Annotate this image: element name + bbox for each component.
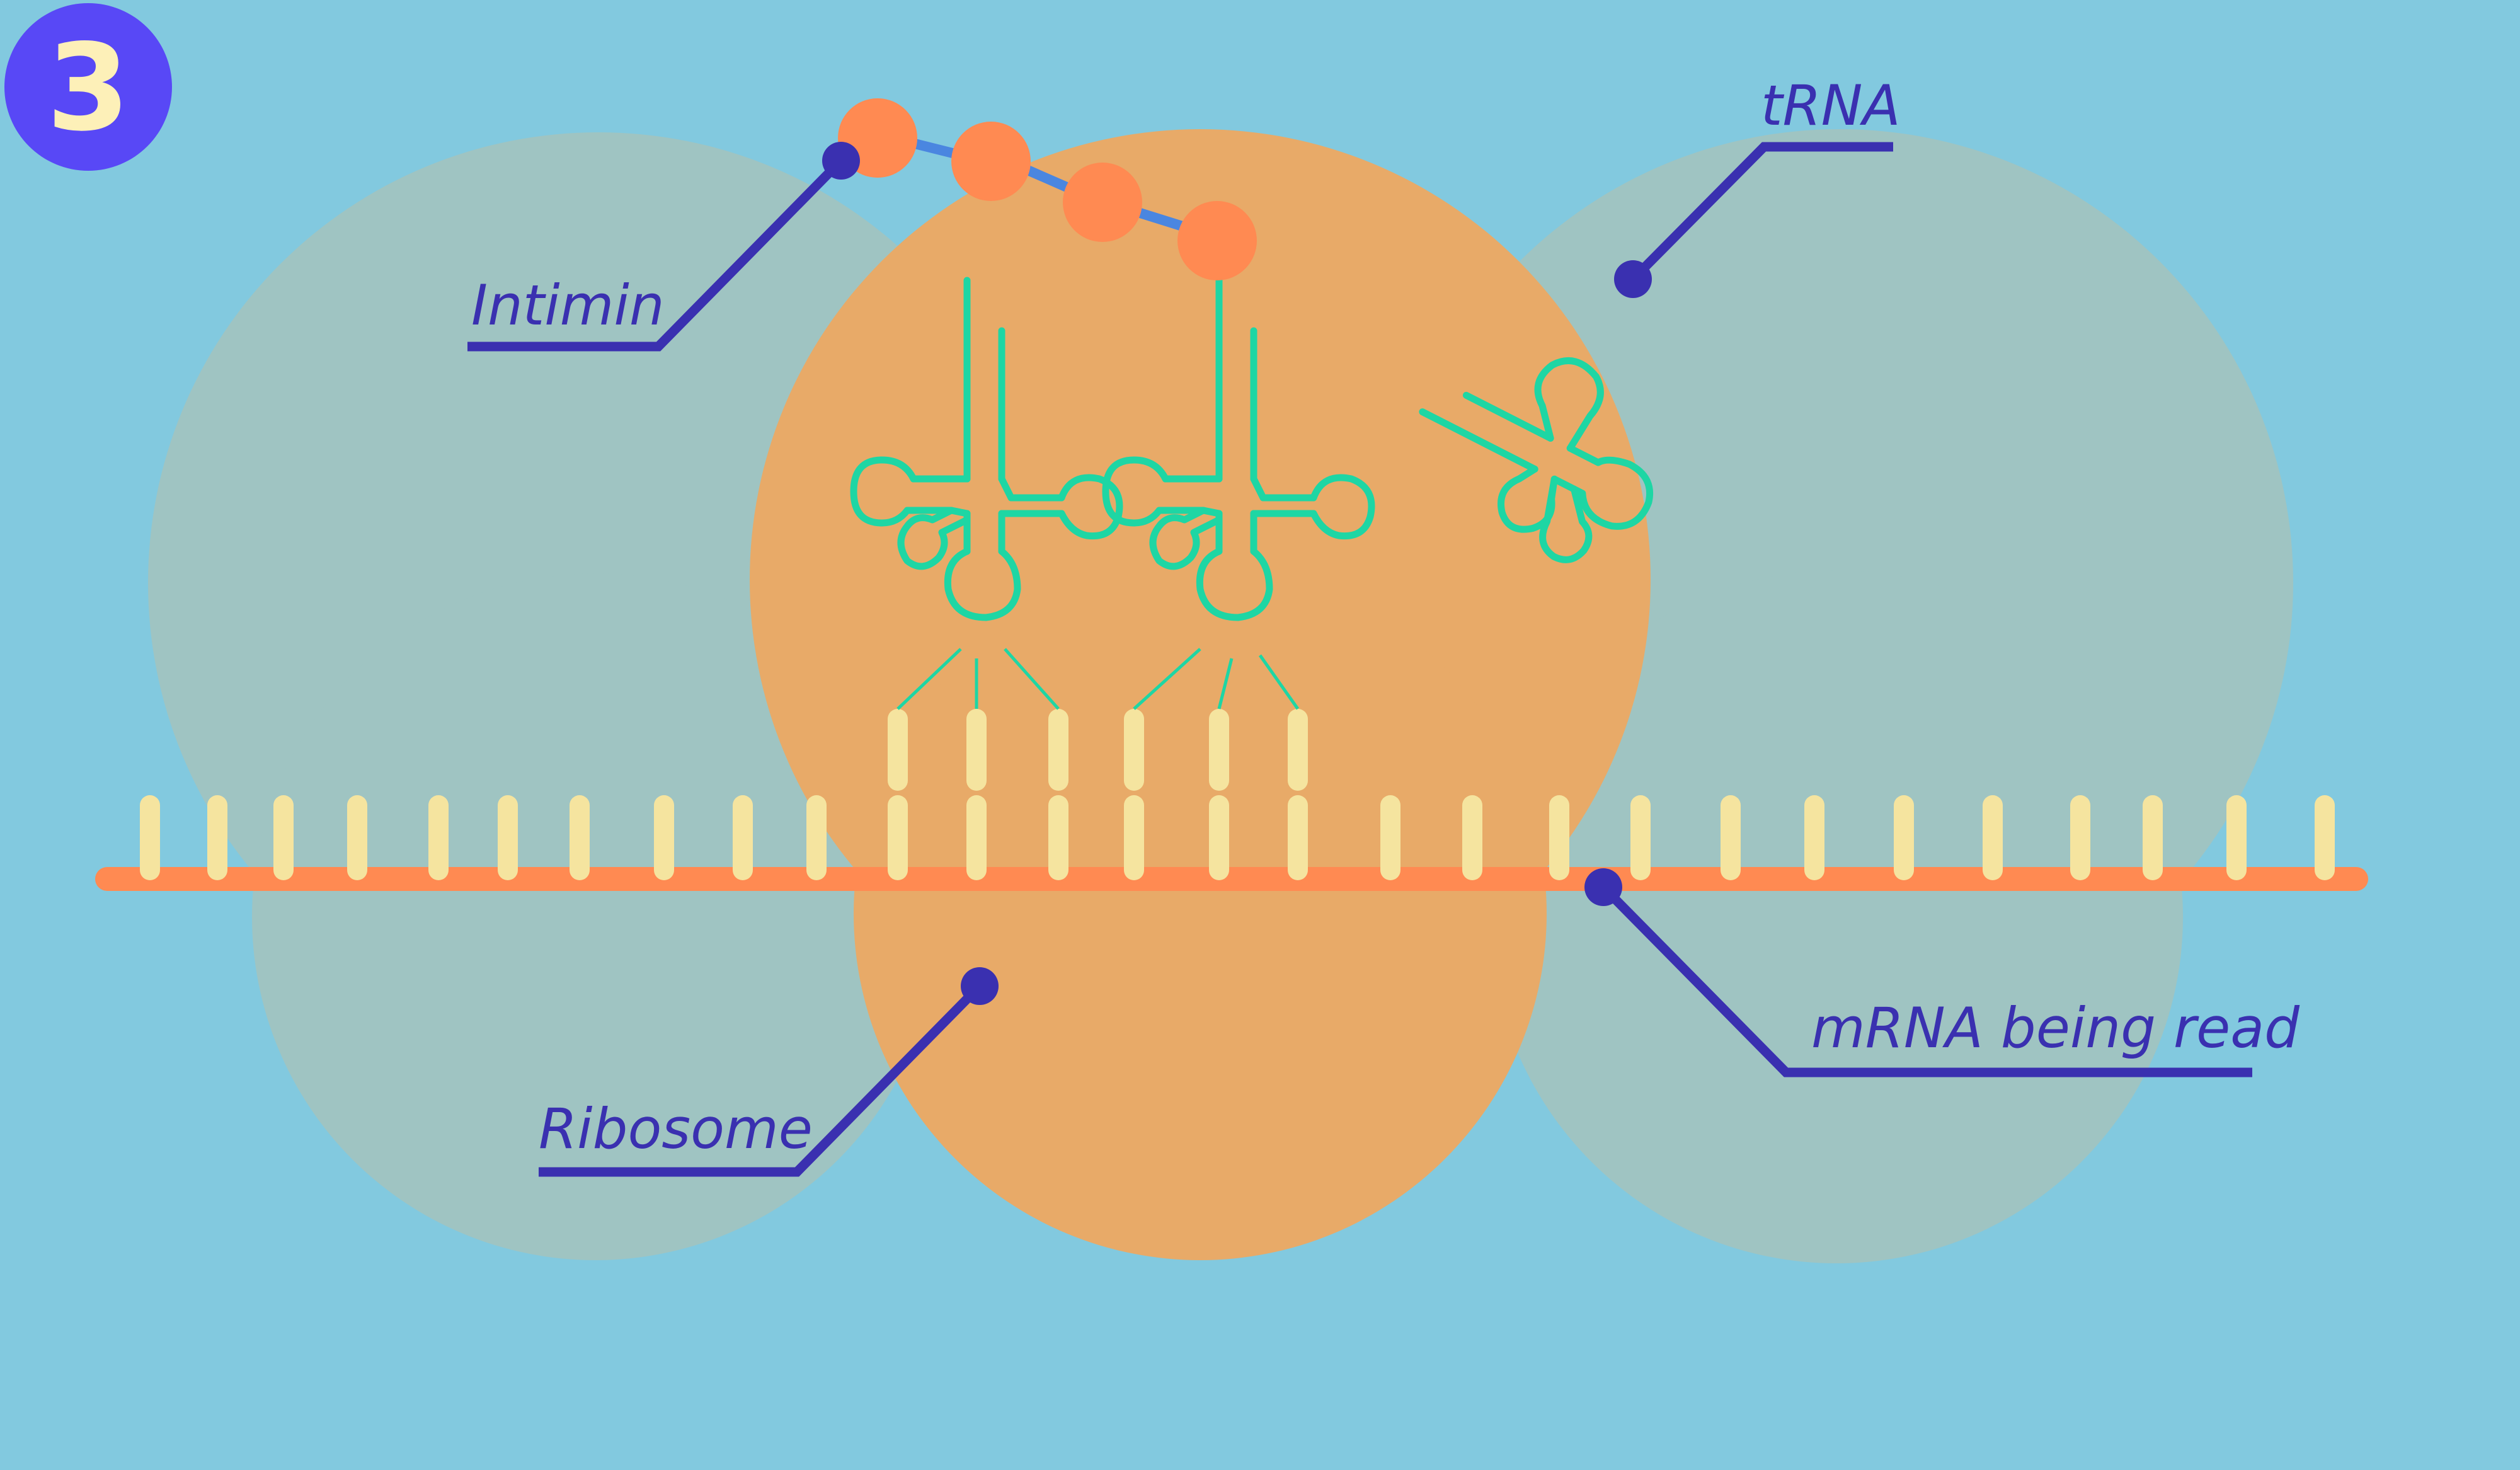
- trna-leaving: [1419, 357, 1654, 563]
- amino-acid: [1063, 163, 1142, 242]
- anticodon-base: [1288, 709, 1308, 791]
- step-badge-circle: [4, 3, 172, 171]
- anticodon-base: [1209, 709, 1229, 791]
- connector: [1217, 658, 1234, 709]
- mrna-leader: [1600, 883, 2252, 1077]
- connector: [896, 648, 962, 710]
- mrna-base: [428, 795, 449, 880]
- mrna-base: [1048, 795, 1068, 880]
- mrna-base: [1124, 795, 1144, 880]
- callout-dots: [822, 142, 1652, 1005]
- anticodon-base: [966, 709, 987, 791]
- mrna-base: [1983, 795, 2003, 880]
- intimin-leader: [467, 157, 845, 352]
- mrna-base: [1209, 795, 1229, 880]
- mrna-base: [140, 795, 160, 880]
- mrna-base: [806, 795, 827, 880]
- anticodon-bases: [888, 709, 1308, 791]
- mrna-base: [273, 795, 294, 880]
- connector: [1258, 654, 1300, 710]
- ribosome-leader: [539, 982, 983, 1177]
- mrna-base: [1630, 795, 1651, 880]
- anticodon-base: [888, 709, 908, 791]
- amino-acid: [951, 122, 1031, 201]
- mrna-base: [1462, 795, 1482, 880]
- callouts: [467, 142, 2252, 1177]
- mrna-dot: [1584, 868, 1622, 906]
- mrna-base: [570, 795, 590, 880]
- mrna-base: [966, 795, 987, 880]
- mrna-base: [1894, 795, 1914, 880]
- label-intimin: Intimin: [471, 273, 665, 338]
- step-badge: 3: [4, 3, 172, 171]
- mrna-base: [2070, 795, 2090, 880]
- connector: [1004, 648, 1060, 710]
- mrna-base: [347, 795, 367, 880]
- mrna-base: [1288, 795, 1308, 880]
- mrna-base: [1804, 795, 1824, 880]
- mrna-base: [498, 795, 518, 880]
- mrna-base: [2315, 795, 2335, 880]
- mrna-base: [1380, 795, 1400, 880]
- mrna-base: [654, 795, 674, 880]
- mrna-base: [888, 795, 908, 880]
- trna-molecules: [854, 280, 1654, 617]
- step-number: 3: [47, 18, 130, 158]
- trna-dot: [1614, 260, 1652, 298]
- label-mrna: mRNA being read: [1811, 996, 2300, 1060]
- peptide-bond: [1132, 206, 1186, 232]
- mrna-bases: [140, 795, 2335, 880]
- anticodon-connectors: [896, 648, 1300, 710]
- mrna-base: [2143, 795, 2163, 880]
- mrna-base: [1721, 795, 1741, 880]
- anticodon-base: [1048, 709, 1068, 791]
- mrna-base: [2226, 795, 2247, 880]
- amino-acid: [1177, 201, 1257, 280]
- mrna-base: [207, 795, 227, 880]
- ribosome-right-small-subunit: [1490, 570, 2183, 1263]
- ribosome-left-small-subunit: [252, 573, 939, 1260]
- connector: [1133, 648, 1201, 710]
- trna-leader: [1629, 142, 1893, 283]
- ribosome-center-small-subunit: [854, 567, 1547, 1260]
- mrna-base: [733, 795, 753, 880]
- label-trna: tRNA: [1761, 73, 1901, 138]
- label-ribosome: Ribosome: [539, 1096, 813, 1161]
- intimin-dot: [822, 142, 860, 180]
- mrna-base: [1549, 795, 1569, 880]
- ribosome-dot: [961, 967, 999, 1005]
- anticodon-base: [1124, 709, 1144, 791]
- ribosome: [148, 129, 2293, 1263]
